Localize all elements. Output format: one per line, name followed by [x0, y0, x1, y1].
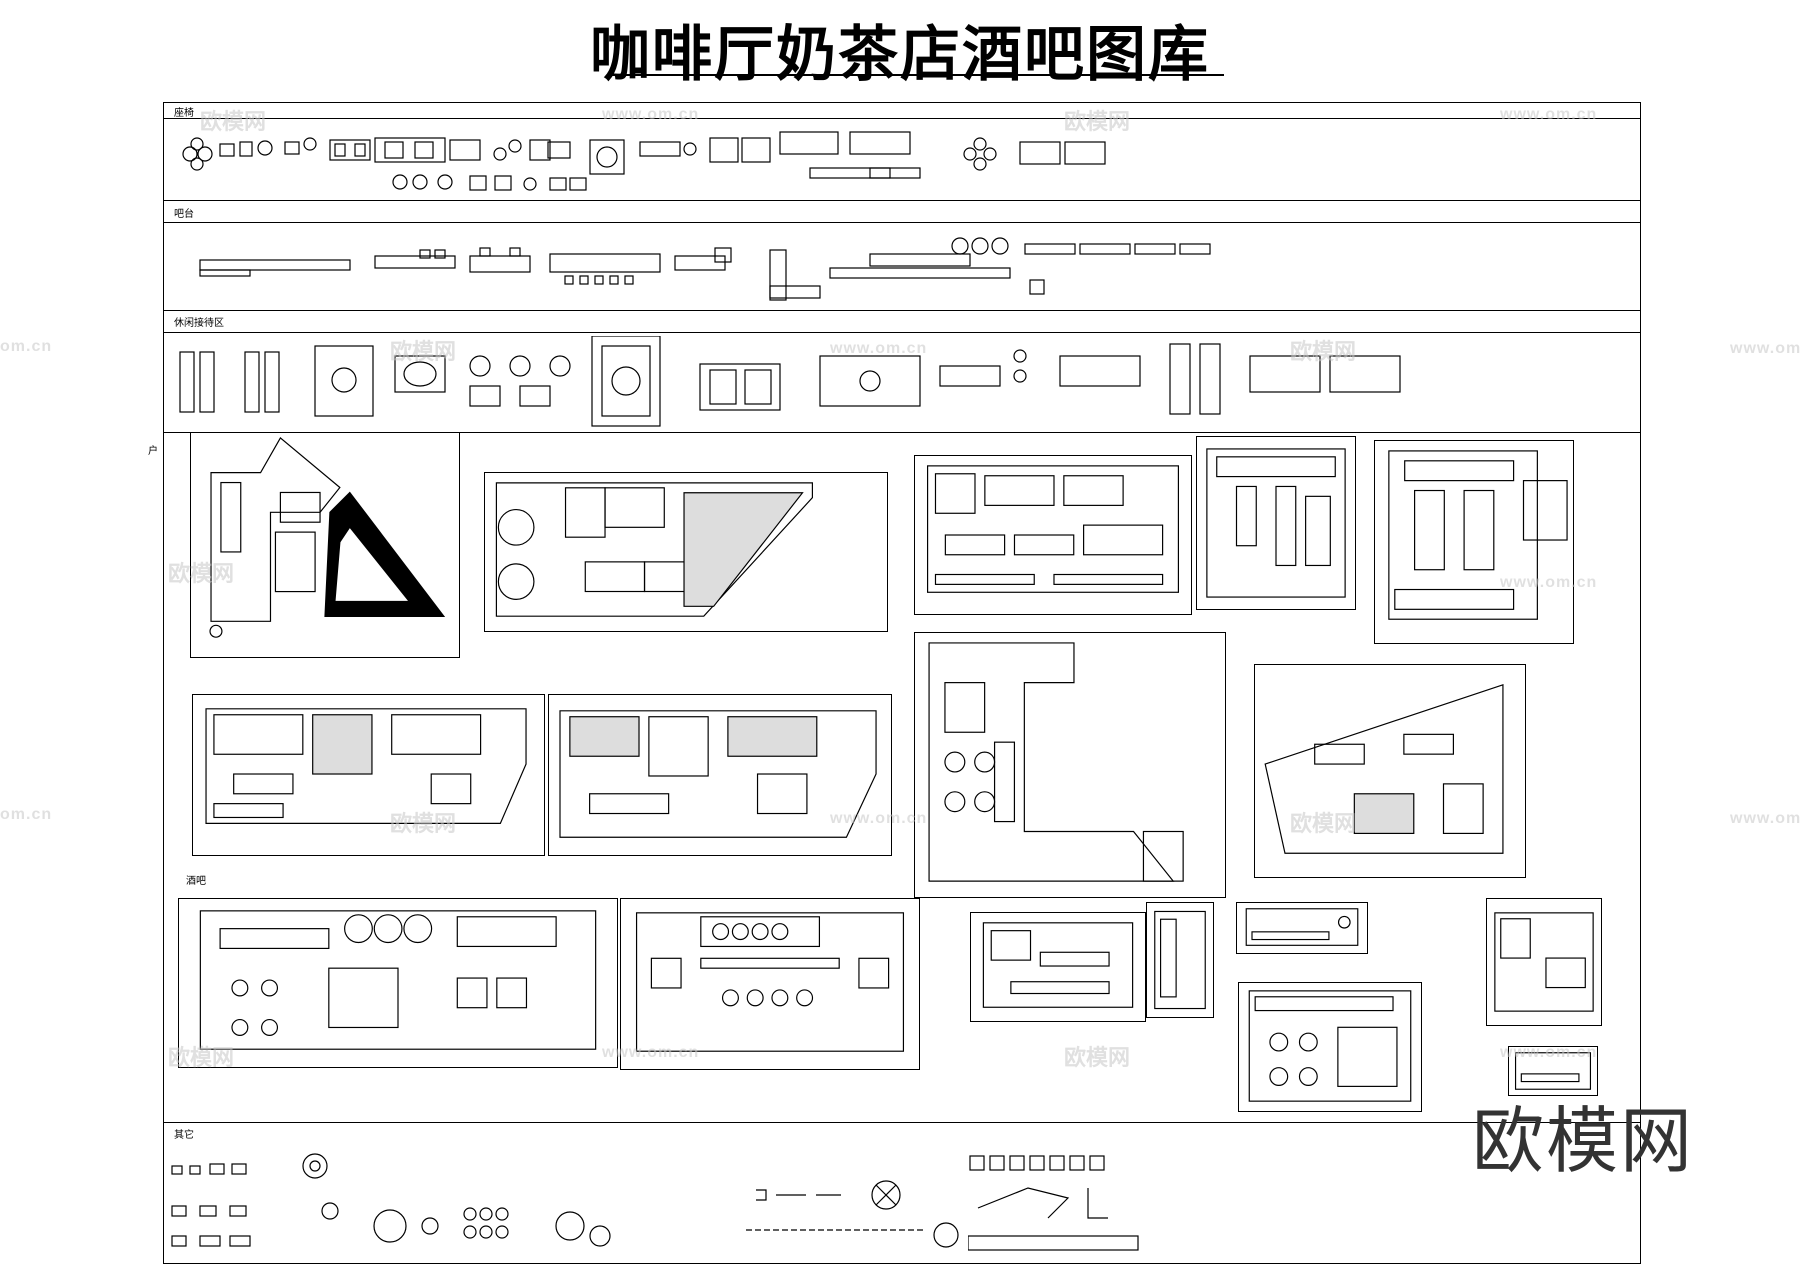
watermark-brand: 欧模网 [390, 339, 457, 364]
floor-plan-panel [1486, 898, 1602, 1026]
section-label-other: 其它 [174, 1130, 194, 1141]
watermark-url: om.cn [0, 338, 53, 355]
floor-plan-panel [620, 898, 920, 1070]
watermark-brand: 欧模网 [168, 561, 235, 586]
watermark-brand: 欧模网 [1064, 109, 1131, 134]
watermark-url: www.om.cn [830, 340, 928, 357]
watermark-brand: 欧模网 [200, 109, 267, 134]
floor-plan-panel [1146, 902, 1214, 1018]
floor-plan-panel [914, 632, 1226, 898]
section-label-bar: 吧台 [174, 209, 194, 220]
corner-brand-logo: 欧模网 [1472, 1099, 1695, 1183]
floor-plan-panel [484, 472, 888, 632]
watermark-brand: 欧模网 [168, 1045, 235, 1070]
watermark-url: www.om.cn [602, 1044, 700, 1061]
floor-plan-panel [1508, 1046, 1598, 1096]
watermark-url: www.om.cn [830, 810, 928, 827]
divider-4 [163, 310, 1641, 311]
divider-5 [163, 332, 1641, 333]
floor-plan-panel [178, 898, 618, 1068]
floor-plan-panel [548, 694, 892, 856]
divider-6 [163, 432, 1641, 433]
watermark-url: om.cn [0, 806, 53, 823]
watermark-brand: 欧模网 [390, 811, 457, 836]
section-label-chairs: 座椅 [174, 108, 194, 119]
window-symbols-strip [968, 1155, 1139, 1251]
section-label-plans: 户 [148, 446, 158, 457]
lounge-strip [179, 336, 1401, 427]
watermark-url: www.om.cn [1500, 574, 1598, 591]
floor-plan-panel [1374, 440, 1574, 644]
other-symbols-strip [171, 1153, 611, 1247]
watermark-url: www.om.cn [1730, 340, 1800, 357]
floor-plan-panel [914, 455, 1192, 615]
watermark-brand: 欧模网 [1064, 1045, 1131, 1070]
divider-3 [163, 222, 1641, 223]
section-label-lounge: 休闲接待区 [174, 318, 224, 329]
floor-plan-panel [1238, 982, 1422, 1112]
section-label-pub: 酒吧 [186, 876, 206, 887]
divider-2 [163, 200, 1641, 201]
chairs-strip [182, 131, 1106, 191]
divider-1 [163, 118, 1641, 119]
title-underline [612, 74, 1224, 76]
watermark-url: www.om.cn [602, 106, 700, 123]
watermark-brand: 欧模网 [1290, 811, 1357, 836]
floor-plan-panel [1236, 902, 1368, 954]
floor-plan-panel [190, 432, 460, 658]
divider-7 [163, 1122, 1641, 1123]
floor-plan-panel [1196, 436, 1356, 610]
floor-plan-panel [1254, 664, 1526, 878]
floor-plan-panel [192, 694, 545, 856]
watermark-url: www.om.cn [1730, 810, 1800, 827]
watermark-brand: 欧模网 [1290, 339, 1357, 364]
floor-plan-panel [970, 912, 1146, 1022]
bar-counter-strip [199, 237, 1211, 301]
watermark-url: www.om.cn [1500, 1044, 1598, 1061]
door-symbols-strip [746, 1180, 959, 1248]
watermark-url: www.om.cn [1500, 106, 1598, 123]
drawing-frame [163, 102, 1641, 1264]
page-title: 咖啡厅奶茶店酒吧图库 [590, 20, 1210, 90]
